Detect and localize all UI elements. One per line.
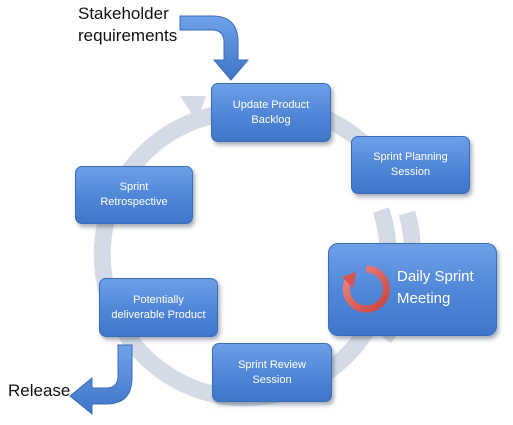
stakeholder-arrow — [179, 15, 250, 81]
ring-arrowhead — [180, 96, 206, 122]
sprint-retrospective-box: Sprint Retrospective — [75, 166, 193, 224]
daily-sprint-meeting-box: Daily Sprint Meeting — [328, 243, 497, 336]
stakeholder-requirements-label: Stakeholder requirements — [78, 4, 178, 45]
update-product-backlog-box: Update Product Backlog — [211, 83, 331, 142]
sprint-planning-session-box: Sprint Planning Session — [351, 136, 470, 194]
sprint-review-session-box: Sprint Review Session — [212, 343, 332, 402]
potentially-deliverable-product-box: Potentially deliverable Product — [99, 278, 218, 337]
release-arrow — [69, 344, 133, 416]
release-label: Release — [8, 381, 71, 400]
circular-arrows-icon — [342, 265, 390, 313]
daily-sprint-meeting-label: Daily Sprint Meeting — [397, 268, 474, 307]
